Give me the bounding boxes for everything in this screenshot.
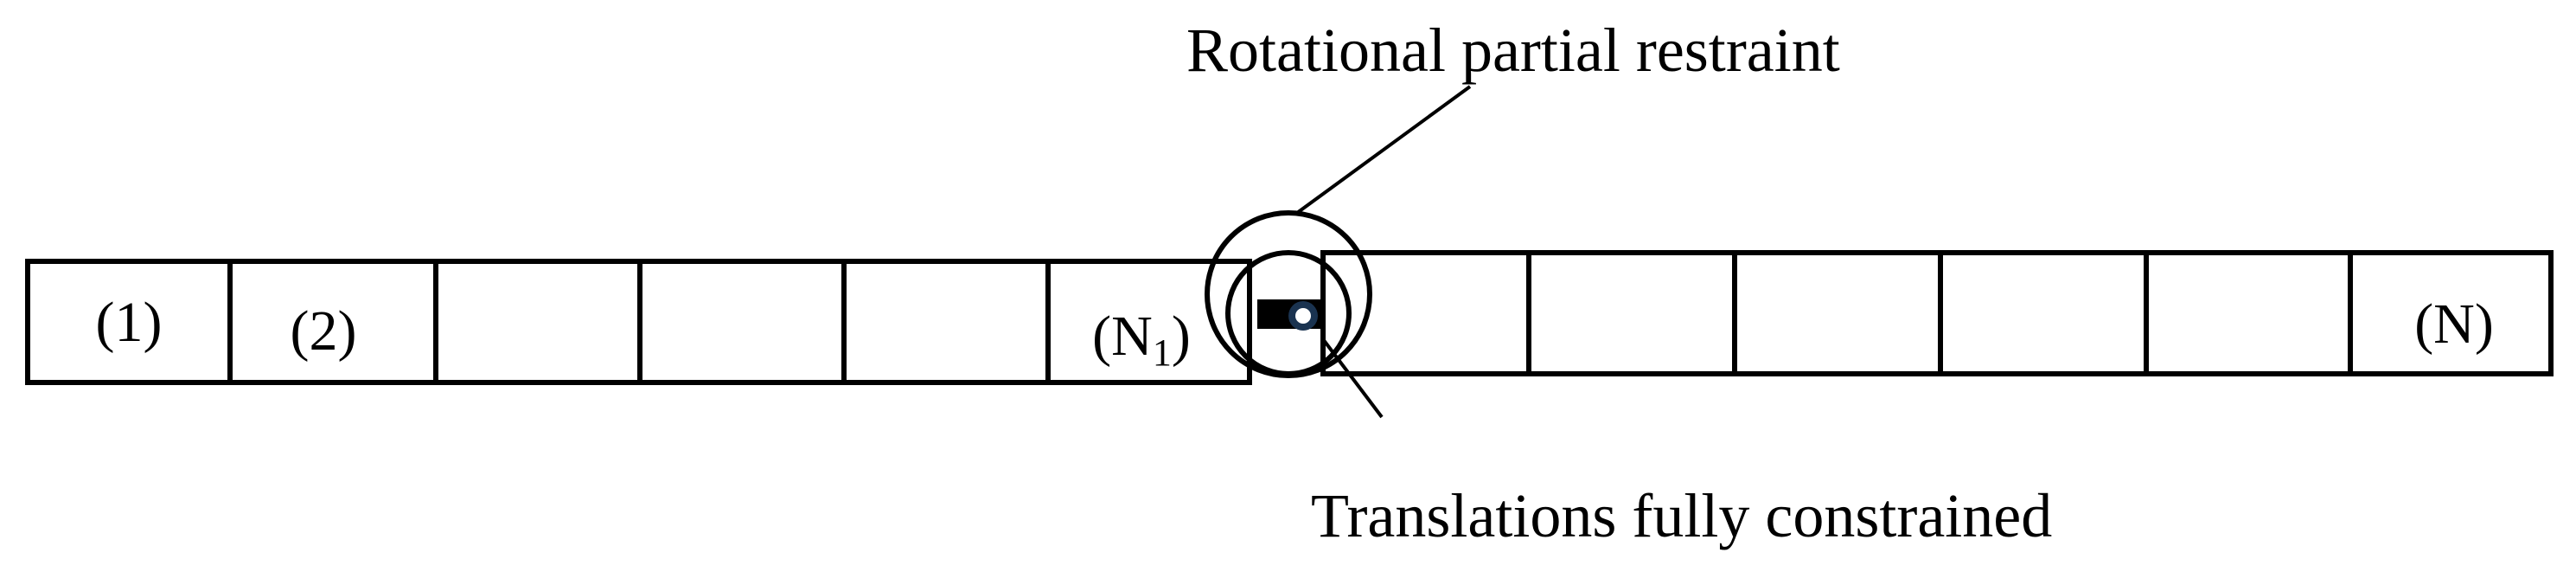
leader-line-top [1295, 85, 1472, 215]
pin-hole [1295, 308, 1311, 324]
cell-label-1: (1) [96, 291, 163, 354]
left-beam-dividers [227, 261, 1051, 382]
joint-circle [1225, 250, 1352, 376]
right-beam [1320, 250, 2554, 376]
right-beam-dividers [1526, 253, 2353, 374]
cell-label-n1: (N1) [1092, 305, 1191, 374]
leader-line-bottom [1321, 337, 1384, 419]
annotation-translations-constrained: Translations fully constrained [1311, 481, 2052, 550]
cell-label-n: (N) [2414, 292, 2494, 356]
cell-label-2: (2) [291, 299, 357, 363]
annotation-rotational-restraint: Rotational partial restraint [1186, 16, 1840, 85]
